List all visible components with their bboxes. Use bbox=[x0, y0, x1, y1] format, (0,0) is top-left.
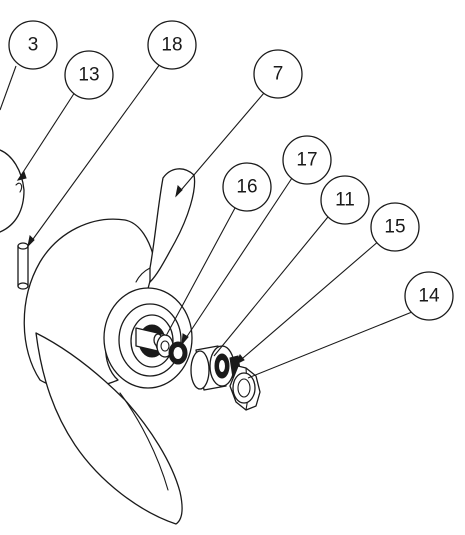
leader-17 bbox=[181, 177, 293, 345]
balloon-15: 15 bbox=[370, 202, 420, 252]
balloon-13-label: 13 bbox=[78, 65, 99, 86]
balloon-13: 13 bbox=[64, 50, 114, 100]
balloon-14: 14 bbox=[404, 271, 454, 321]
balloon-11-label: 11 bbox=[335, 190, 355, 211]
balloon-14-label: 14 bbox=[418, 286, 440, 307]
spacer-11 bbox=[190, 345, 235, 391]
balloon-18-label: 18 bbox=[161, 35, 182, 56]
leader-11 bbox=[213, 211, 333, 357]
balloon-17: 17 bbox=[282, 135, 332, 185]
balloon-15-label: 15 bbox=[384, 217, 405, 238]
propeller-blade-lower bbox=[35, 332, 183, 525]
balloon-16: 16 bbox=[222, 162, 272, 212]
balloon-3-label: 3 bbox=[28, 35, 39, 56]
pin-18 bbox=[17, 242, 29, 290]
leader-13 bbox=[17, 91, 76, 181]
leader-18 bbox=[27, 63, 161, 247]
o-ring-17 bbox=[168, 341, 188, 365]
balloon-16-label: 16 bbox=[236, 177, 257, 198]
balloon-3: 3 bbox=[8, 20, 58, 70]
leader-16 bbox=[165, 207, 236, 337]
balloon-18: 18 bbox=[147, 20, 197, 70]
propeller-blade-rear bbox=[149, 168, 196, 283]
balloon-7: 7 bbox=[253, 49, 303, 99]
nut-14 bbox=[229, 365, 261, 411]
gear-housing-partial bbox=[0, 149, 25, 233]
leader-14 bbox=[247, 311, 413, 379]
leader-lines bbox=[0, 63, 413, 379]
balloon-11: 11 bbox=[320, 175, 370, 225]
leader-15 bbox=[235, 239, 381, 365]
leader-7 bbox=[175, 92, 265, 197]
leader-3 bbox=[0, 65, 17, 111]
balloon-7-label: 7 bbox=[273, 64, 284, 85]
leader-arrowheads bbox=[16, 170, 245, 366]
balloon-17-label: 17 bbox=[296, 150, 317, 171]
